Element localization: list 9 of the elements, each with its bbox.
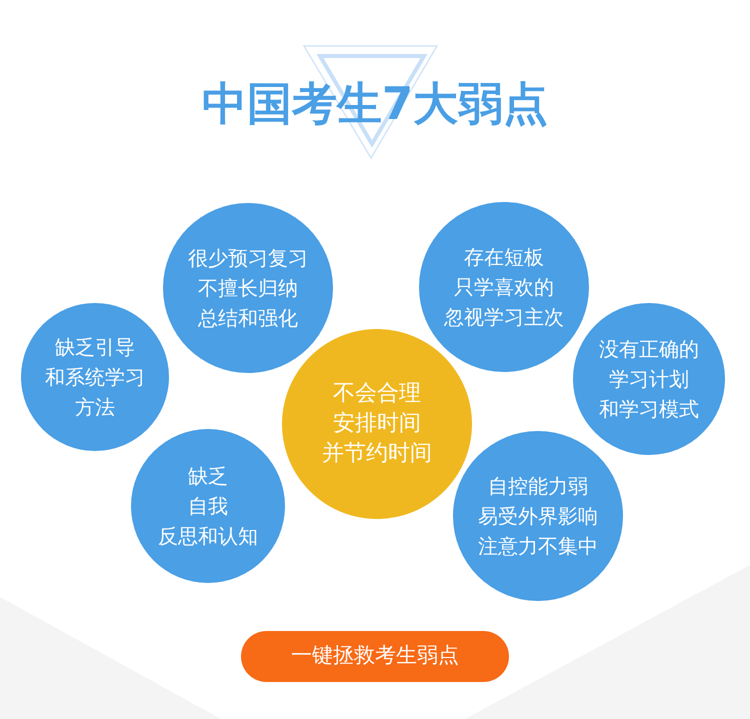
circle-text: 没有正确的学习计划和学习模式 — [599, 336, 699, 423]
circle-text: 自控能力弱易受外界影响注意力不集中 — [478, 473, 598, 560]
title: 中国考生7大弱点 — [202, 45, 548, 161]
circle-text: 很少预习复习不擅长归纳总结和强化 — [188, 245, 308, 332]
circle-text: 不会合理安排时间并节约时间 — [322, 380, 432, 468]
circle-text: 缺乏自我反思和认知 — [158, 463, 258, 550]
rescue-button: 一键拯救考生弱点 — [241, 630, 509, 682]
circle-text: 缺乏引导和系统学习方法 — [45, 334, 145, 421]
circle-text: 存在短板只学喜欢的忽视学习主次 — [444, 244, 564, 331]
